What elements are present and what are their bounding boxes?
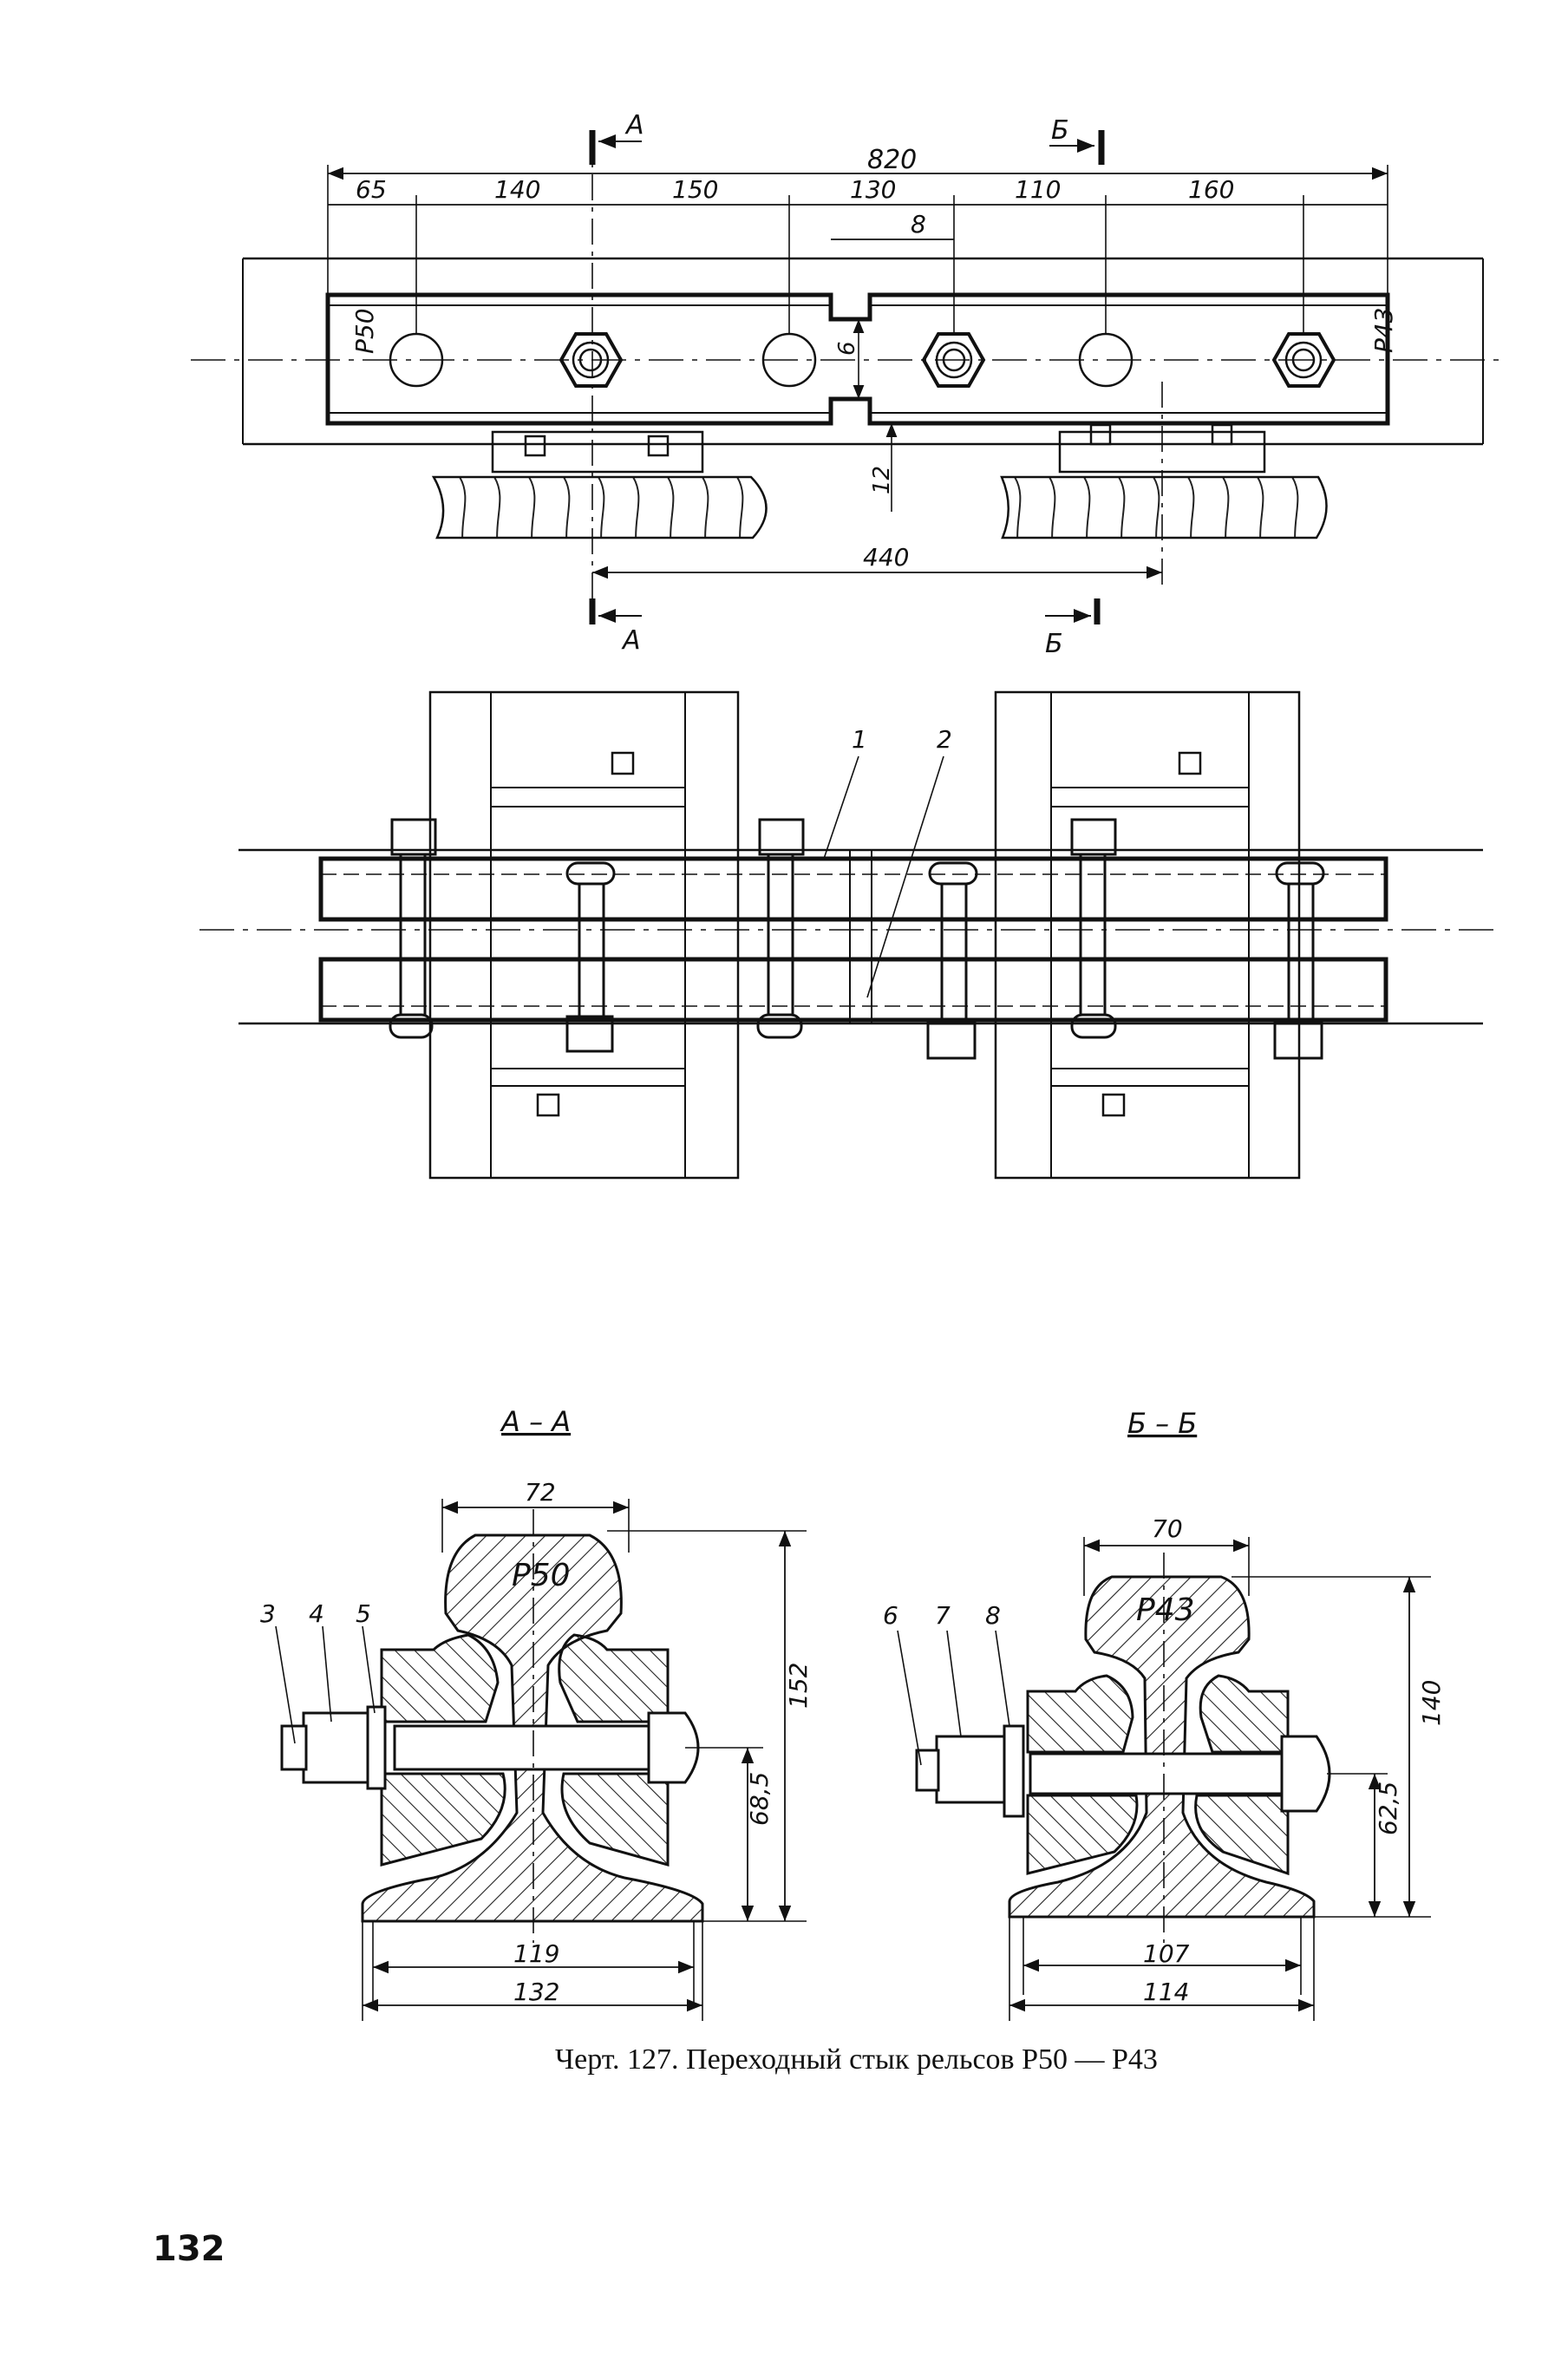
callout-2: 2 xyxy=(937,725,952,754)
plan-view-labels: 1 2 xyxy=(852,725,952,754)
callout-1: 1 xyxy=(852,725,867,754)
plan-view xyxy=(199,690,1500,1180)
dim-base-inner: 107 xyxy=(1143,1939,1190,1968)
dim-segment: 140 xyxy=(494,175,540,204)
dim-drop: 12 xyxy=(869,466,895,494)
section-label-b: Б xyxy=(1045,629,1063,659)
dim-segment: 110 xyxy=(1015,175,1061,204)
bolt-nut xyxy=(559,332,624,388)
dim-base-outer: 132 xyxy=(513,1978,559,2006)
rail-label-right: Р43 xyxy=(1369,307,1398,353)
dim-segment: 130 xyxy=(850,175,896,204)
section-bb-labels: Б – Б Р43 70 140 62,5 107 114 6 7 8 xyxy=(883,1407,1446,2006)
dim-head-width: 70 xyxy=(1152,1514,1183,1543)
dim-base-inner: 119 xyxy=(513,1939,559,1968)
dim-bolt-height: 68,5 xyxy=(745,1772,774,1826)
section-label-a: А xyxy=(621,625,641,656)
callout-7: 7 xyxy=(935,1601,951,1630)
section-title: Б – Б xyxy=(1127,1407,1197,1440)
section-aa xyxy=(275,1499,807,2021)
plan-bolts xyxy=(389,818,1325,1060)
dim-overall: 820 xyxy=(867,145,917,175)
side-elevation xyxy=(191,130,1500,624)
dim-sleeper-spacing: 440 xyxy=(863,543,909,572)
callout-3: 3 xyxy=(260,1599,276,1628)
callout-5: 5 xyxy=(356,1599,371,1628)
bolt-nut xyxy=(1271,332,1336,388)
figure-caption: Черт. 127. Переходный стык рельсов Р50 —… xyxy=(555,2043,1158,2076)
sleeper xyxy=(1000,475,1328,539)
section-aa-labels: А – А Р50 72 152 68,5 119 132 3 4 5 xyxy=(260,1405,813,2006)
callout-4: 4 xyxy=(309,1599,324,1628)
dim-segment: 150 xyxy=(672,175,718,204)
dim-segment: 160 xyxy=(1188,175,1234,204)
page-number: 132 xyxy=(153,2229,225,2269)
rail-label: Р43 xyxy=(1136,1592,1195,1628)
dim-head-width: 72 xyxy=(525,1478,556,1507)
rail-section-p43 xyxy=(1008,1575,1316,1919)
section-title: А – А xyxy=(500,1405,571,1438)
section-label-b: Б xyxy=(1051,115,1069,146)
callout-6: 6 xyxy=(883,1601,898,1630)
rail-label: Р50 xyxy=(512,1558,571,1593)
dim-height: 152 xyxy=(784,1663,813,1709)
dim-step: 6 xyxy=(834,341,860,356)
dim-height: 140 xyxy=(1417,1680,1446,1726)
sleeper xyxy=(431,475,768,539)
dim-segment: 65 xyxy=(356,175,387,204)
section-label-a: А xyxy=(624,110,644,141)
callout-8: 8 xyxy=(985,1601,1001,1630)
side-elevation-labels: А Б А Б 820 65 140 150 130 110 160 8 6 1… xyxy=(350,110,1398,659)
section-bb xyxy=(897,1537,1431,2021)
dim-base-outer: 114 xyxy=(1143,1978,1189,2006)
dim-bolt-height: 62,5 xyxy=(1374,1782,1402,1835)
rail-label-left: Р50 xyxy=(350,308,379,354)
dim-offset: 8 xyxy=(911,210,926,239)
bolt-nut xyxy=(921,332,986,388)
